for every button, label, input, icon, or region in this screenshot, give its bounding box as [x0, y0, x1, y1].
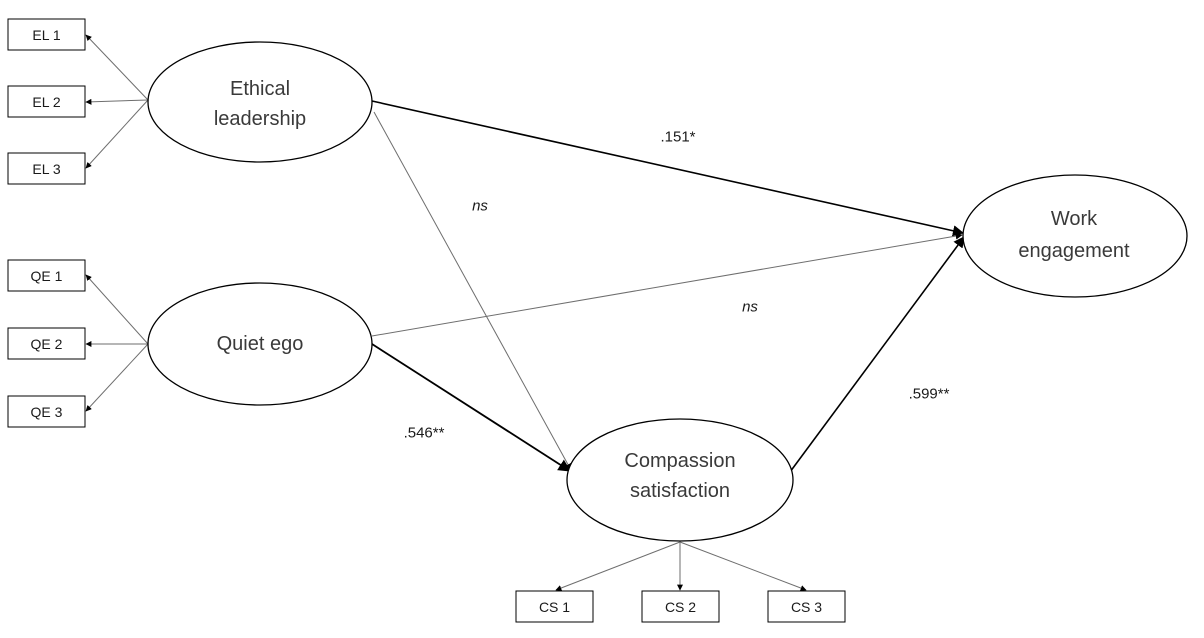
- path-el-to-we: [371, 100, 965, 237]
- indicator-el3-label: EL 3: [32, 161, 60, 177]
- path-qe-to-we: [371, 232, 963, 337]
- construct-compassion-satisfaction-line2: satisfaction: [630, 480, 730, 502]
- loading-arrow-el1: [85, 34, 149, 101]
- path-cs-to-we: [789, 236, 965, 473]
- indicator-qe2-label: QE 2: [31, 336, 63, 352]
- loading-arrow-qe3: [85, 343, 149, 412]
- indicator-qe1: QE 1: [7, 259, 86, 292]
- loading-arrow-cs1: [555, 541, 681, 591]
- el-loadings: [85, 34, 149, 169]
- indicator-el1: EL 1: [7, 18, 86, 51]
- indicator-cs1: CS 1: [515, 590, 594, 623]
- indicator-el2: EL 2: [7, 85, 86, 118]
- construct-work-engagement-line1: Work: [1051, 208, 1098, 230]
- construct-ethical-leadership: Ethical leadership: [147, 41, 373, 163]
- loading-arrow-el2: [85, 98, 149, 105]
- indicator-qe2: QE 2: [7, 327, 86, 360]
- construct-quiet-ego-label: Quiet ego: [217, 333, 304, 355]
- loading-arrow-qe1: [85, 274, 149, 345]
- indicator-qe1-label: QE 1: [31, 268, 63, 284]
- loading-arrow-cs3: [679, 541, 807, 591]
- indicator-el1-label: EL 1: [32, 27, 60, 43]
- coef-el-to-cs: ns: [472, 198, 488, 215]
- indicator-cs2: CS 2: [641, 590, 720, 623]
- indicator-el2-label: EL 2: [32, 94, 60, 110]
- loading-arrow-el3: [85, 99, 149, 169]
- indicator-el3: EL 3: [7, 152, 86, 185]
- coef-cs-to-we: .599**: [909, 386, 950, 403]
- construct-ethical-leadership-line2: leadership: [214, 108, 306, 130]
- path-qe-to-cs: [371, 343, 572, 472]
- indicator-cs2-label: CS 2: [665, 599, 696, 615]
- construct-compassion-satisfaction-line1: Compassion: [624, 450, 735, 472]
- indicator-qe3-label: QE 3: [31, 404, 63, 420]
- construct-quiet-ego: Quiet ego: [147, 282, 373, 406]
- structural-paths: [371, 100, 965, 473]
- construct-work-engagement: Work engagement: [962, 174, 1188, 298]
- construct-ethical-leadership-line1: Ethical: [230, 78, 290, 100]
- coef-el-to-we: .151*: [660, 129, 695, 146]
- coef-qe-to-cs: .546**: [404, 425, 445, 442]
- construct-compassion-satisfaction: Compassion satisfaction: [566, 418, 794, 542]
- path-el-to-cs: [373, 111, 572, 471]
- qe-loadings: [85, 274, 149, 412]
- indicator-cs3: CS 3: [767, 590, 846, 623]
- cs-loadings: [555, 541, 807, 591]
- indicator-cs1-label: CS 1: [539, 599, 570, 615]
- construct-work-engagement-line2: engagement: [1018, 240, 1130, 262]
- indicator-cs3-label: CS 3: [791, 599, 822, 615]
- indicator-qe3: QE 3: [7, 395, 86, 428]
- coef-qe-to-we: ns: [742, 299, 758, 316]
